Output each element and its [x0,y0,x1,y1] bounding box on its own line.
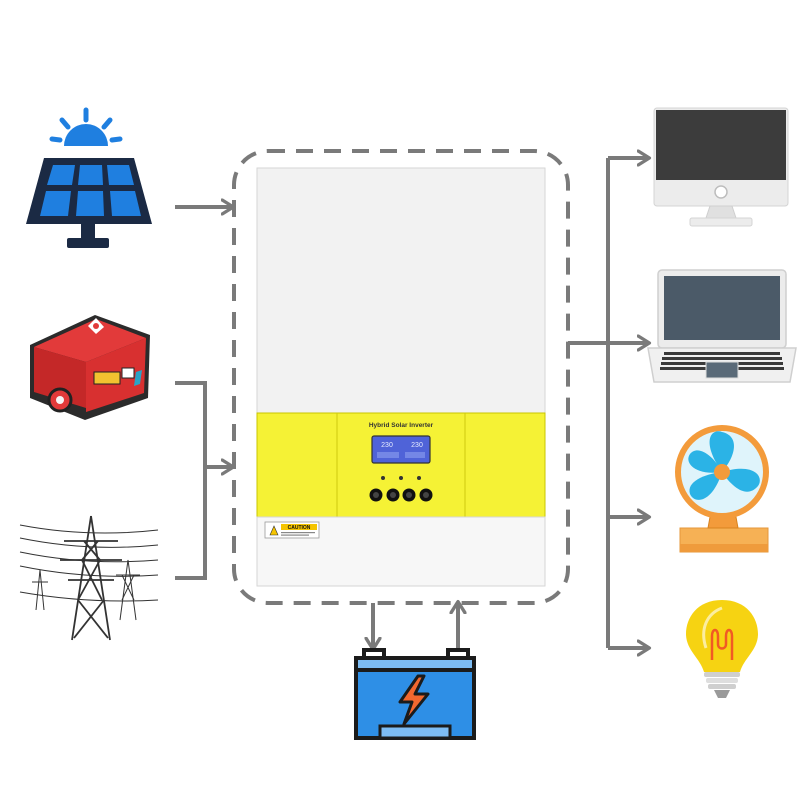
warning-triangle-icon [269,525,279,536]
light-bulb-icon [686,600,758,698]
lightning-bolt-icon [398,674,430,726]
generator-grid-bracket [175,381,207,580]
hybrid-inverter: Hybrid Solar Inverter 230 230 CAUTION [256,167,546,587]
status-led-1 [381,476,385,480]
fan-icon [675,425,769,553]
battery-icon [354,648,476,740]
laptop-icon [647,269,797,383]
status-led-3 [417,476,421,480]
lcd-readout-left: 230 [381,442,393,449]
status-led-2 [399,476,403,480]
generator-icon [30,315,150,420]
caution-text: CAUTION [288,525,311,531]
inverter-front-panel [256,412,546,518]
lcd-display [371,435,431,464]
lcd-readout-right: 230 [411,442,423,449]
connectors [175,158,648,648]
inverter-boundary [232,149,570,605]
caution-label: CAUTION [264,521,320,539]
power-tower-icon [19,515,159,641]
monitor-icon [653,107,789,227]
inverter-bottom-panel [256,516,546,587]
inverter-title: Hybrid Solar Inverter [369,422,434,429]
solar-panel-icon [26,107,152,248]
